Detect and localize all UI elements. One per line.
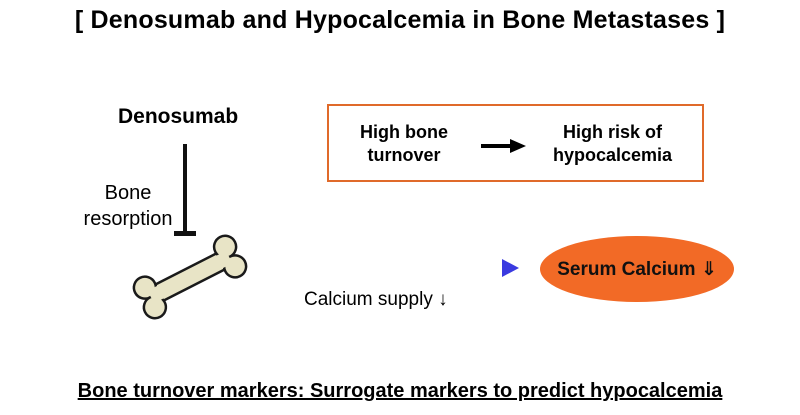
risk-right-line-2: hypocalcemia — [552, 145, 673, 165]
serum-calcium-label: Serum Calcium ⇓ — [557, 258, 717, 280]
calcium-flow-arrow — [281, 259, 519, 277]
bone-resorption-label: Bone resorption — [58, 180, 198, 232]
risk-arrow — [481, 139, 526, 153]
high-risk-hypocalcemia-label: High risk of hypocalcemia — [540, 121, 685, 167]
high-bone-turnover-label: High bone turnover — [345, 121, 463, 167]
figure-title: [ Denosumab and Hypocalcemia in Bone Met… — [74, 6, 726, 34]
risk-left-line-2: turnover — [367, 145, 441, 165]
denosumab-label: Denosumab — [118, 105, 239, 128]
risk-left-line-1: High bone — [360, 122, 448, 142]
bone-resorption-line-1: Bone — [104, 182, 152, 204]
risk-box — [327, 104, 704, 182]
bone-icon — [132, 234, 248, 320]
bone-resorption-line-2: resorption — [83, 208, 173, 230]
inhibition-arrow-bar — [174, 231, 196, 236]
risk-right-line-1: High risk of — [562, 122, 662, 142]
serum-calcium-oval: Serum Calcium ⇓ — [540, 236, 734, 302]
calcium-supply-label: Calcium supply ↓ — [304, 289, 448, 310]
footer-caption: Bone turnover markers: Surrogate markers… — [77, 380, 723, 402]
inhibition-arrow-stem — [183, 144, 187, 234]
